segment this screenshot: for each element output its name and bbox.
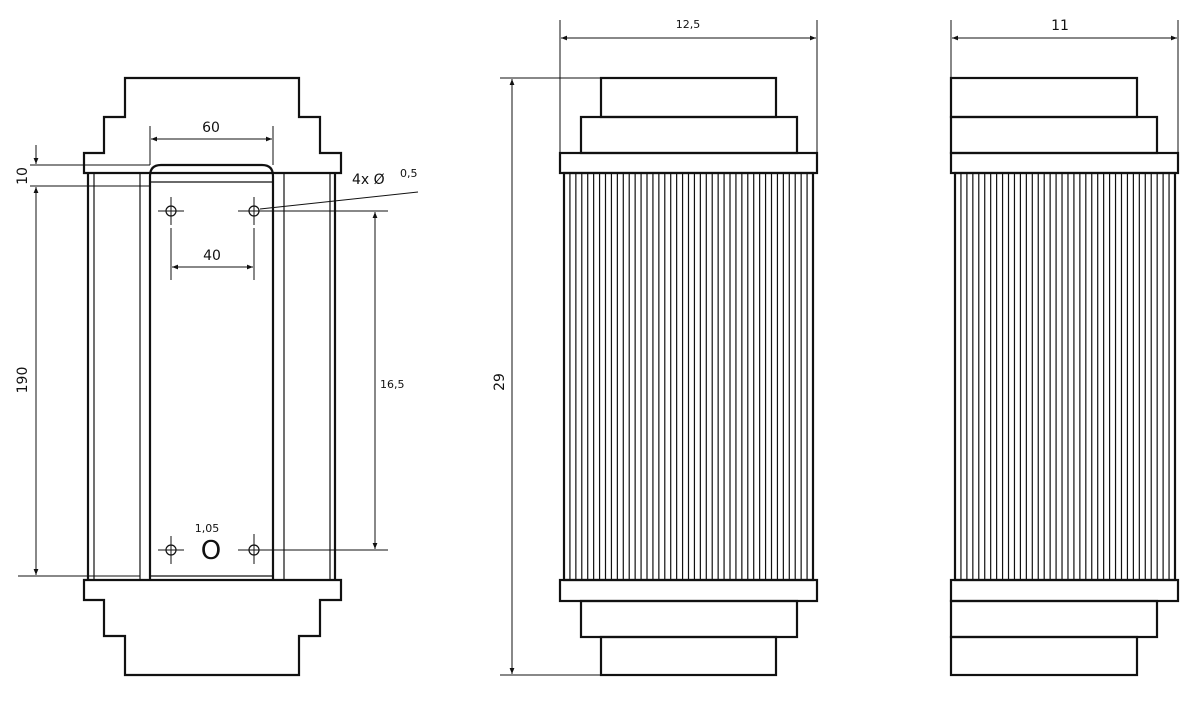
hole — [158, 536, 184, 564]
hole-callout-value: 0,5 — [400, 167, 418, 180]
bottom-flange — [949, 578, 1180, 603]
dim-top-label: 10 — [15, 167, 31, 185]
left-view: 60 40 10 190 16,5 4x Ø 0,5 1,05 O — [15, 76, 419, 677]
top-flange — [949, 151, 1180, 175]
dim-width-label: 60 — [202, 120, 220, 136]
dim-height-label: 29 — [492, 373, 508, 391]
dim-height-label: 190 — [15, 367, 31, 394]
mounting-plate — [148, 163, 275, 580]
bottom-cap — [82, 578, 343, 677]
top-cap-upper — [599, 76, 778, 119]
top-cap-upper — [949, 76, 1139, 119]
top-cap-middle — [579, 115, 799, 155]
marker-label: O — [201, 536, 221, 566]
top-cap-middle — [949, 115, 1159, 155]
hole — [238, 197, 388, 225]
pleated-body — [953, 171, 1177, 582]
dim-small-label: 1,05 — [195, 522, 220, 535]
dim-width-label: 12,5 — [676, 18, 701, 31]
bottom-cap-lower — [599, 635, 778, 677]
middle-view: 12,5 29 — [492, 18, 819, 677]
dim-hole-spacing-label: 40 — [203, 248, 221, 264]
body-walls — [86, 172, 337, 580]
bottom-cap-middle — [579, 599, 799, 639]
bottom-cap-lower — [949, 635, 1139, 677]
bottom-flange — [558, 578, 819, 603]
hole — [158, 197, 184, 225]
hole — [238, 534, 388, 564]
top-cap — [82, 76, 343, 175]
dim-width-label: 11 — [1051, 18, 1069, 34]
mounting-holes — [158, 197, 388, 564]
pleats — [569, 173, 808, 580]
top-flange — [558, 151, 819, 175]
right-view: 11 — [949, 18, 1180, 677]
bottom-cap-middle — [949, 599, 1159, 639]
pleats — [960, 173, 1170, 580]
dim-hole-vertical-label: 16,5 — [380, 378, 405, 391]
hole-callout-prefix: 4x Ø — [352, 172, 385, 188]
